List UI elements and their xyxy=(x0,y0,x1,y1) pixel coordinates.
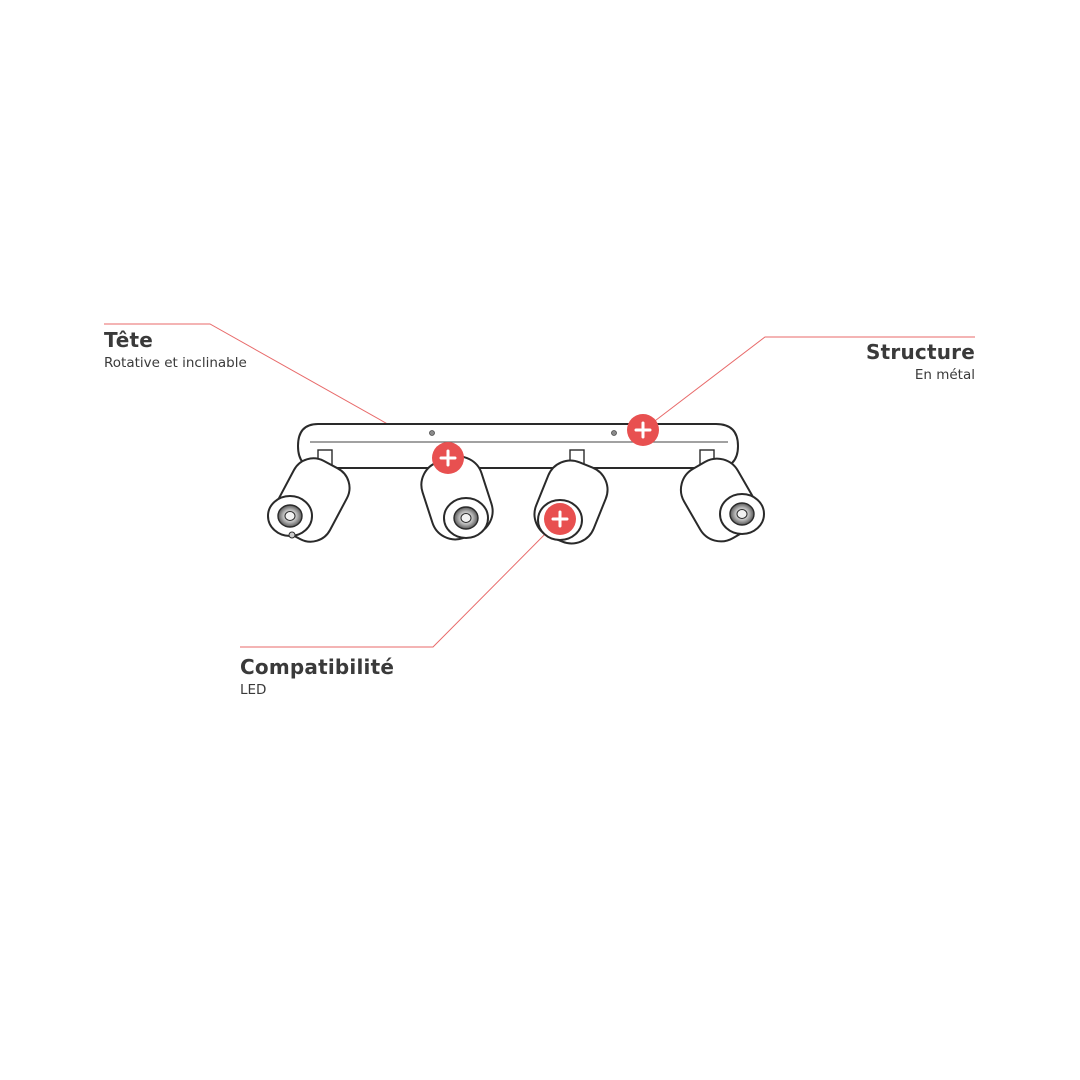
plus-icon xyxy=(634,421,652,439)
callout-compatibilite-title: Compatibilité xyxy=(240,655,395,679)
leader-lines xyxy=(104,323,975,648)
leader-line-tete xyxy=(104,323,449,459)
plus-icon xyxy=(551,510,569,528)
hotspot-structure[interactable] xyxy=(627,414,659,446)
spotlight-1 xyxy=(267,449,351,543)
callout-compatibilite: Compatibilité LED xyxy=(240,655,394,699)
mounting-bar xyxy=(296,423,740,469)
leader-line-structure xyxy=(642,336,975,431)
callout-tete-subtitle: Rotative et inclinable xyxy=(104,355,247,371)
callout-structure: Structure En métal xyxy=(866,340,975,384)
hotspot-tete[interactable] xyxy=(432,442,464,474)
callout-tete-title: Tête xyxy=(104,328,154,352)
plus-icon xyxy=(439,449,457,467)
leader-line-compatibilite xyxy=(240,518,561,648)
callout-structure-title: Structure xyxy=(866,340,975,364)
callout-compatibilite-subtitle: LED xyxy=(240,682,267,698)
spotlight-4 xyxy=(679,449,765,543)
callout-structure-subtitle: En métal xyxy=(914,367,975,383)
callout-tete: Tête Rotative et inclinable xyxy=(104,328,247,372)
hotspot-compatibilite[interactable] xyxy=(544,503,576,535)
